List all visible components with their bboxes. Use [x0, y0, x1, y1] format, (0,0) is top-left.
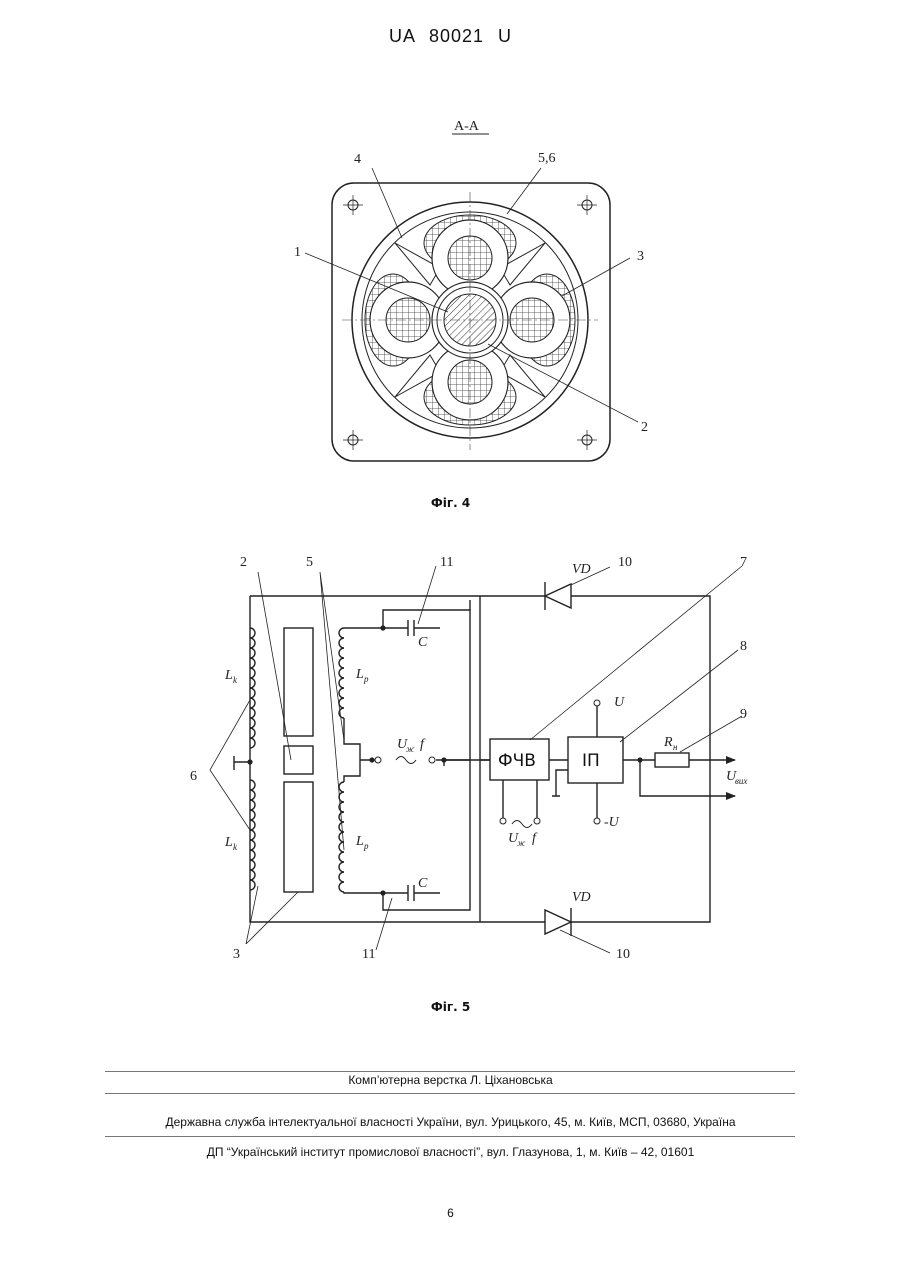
fig5-label-5: 5: [306, 555, 313, 570]
label-f: f: [420, 737, 426, 752]
footer-typesetting: Комп’ютерна верстка Л. Ціхановська: [0, 1073, 901, 1087]
fig5-label-10-bottom: 10: [616, 947, 630, 962]
figure-5-circuit: ФЧВ ІП 2 5 11 10 7 8 9 6 3 11 10 L k L k…: [0, 0, 901, 1000]
label-uvyh-sub: вих: [735, 776, 747, 786]
label-u-plus: U: [614, 695, 625, 710]
label-lp-bottom-sub: p: [363, 841, 369, 851]
label-c-top: C: [418, 635, 428, 650]
fig5-label-8: 8: [740, 639, 747, 654]
label-rn: R: [663, 735, 673, 750]
diode-bottom: [545, 908, 571, 936]
label-f-2: f: [532, 831, 538, 846]
label-uzh-sub: ж: [406, 744, 415, 754]
fig5-label-6: 6: [190, 769, 197, 784]
label-lp-top-sub: p: [363, 674, 369, 684]
footer-rule-2: [105, 1093, 795, 1094]
label-lk-top-sub: k: [233, 675, 238, 685]
block-fchv: ФЧВ: [498, 751, 536, 771]
label-lk-top: L: [224, 668, 233, 683]
label-c-bottom: C: [418, 876, 428, 891]
block-ip: ІП: [582, 751, 600, 771]
fig5-label-2: 2: [240, 555, 247, 570]
page-number: 6: [0, 1206, 901, 1220]
label-vd-bottom: VD: [572, 890, 591, 905]
label-lk-bottom: L: [224, 835, 233, 850]
footer-agency: Державна служба інтелектуальної власност…: [0, 1115, 901, 1129]
fig5-label-7: 7: [740, 555, 747, 570]
fig5-label-3: 3: [233, 947, 240, 962]
label-u-minus: -U: [604, 815, 620, 830]
label-lk-bottom-sub: k: [233, 842, 238, 852]
label-vd-top: VD: [572, 562, 591, 577]
footer-rule-3: [105, 1136, 795, 1137]
label-uzh-2-sub: ж: [517, 838, 526, 848]
fig5-label-11-top: 11: [440, 555, 453, 570]
diode-top: [545, 582, 571, 610]
footer-institute: ДП “Український інститут промислової вла…: [0, 1145, 901, 1159]
fig5-label-9: 9: [740, 707, 747, 722]
label-lp-bottom: L: [355, 834, 364, 849]
label-rn-sub: н: [673, 742, 678, 752]
fig5-label-11-bottom: 11: [362, 947, 375, 962]
fig5-label-10-top: 10: [618, 555, 632, 570]
label-lp-top: L: [355, 667, 364, 682]
footer-rule-1: [105, 1071, 795, 1072]
figure-5-caption: Фіг. 5: [0, 1000, 901, 1014]
